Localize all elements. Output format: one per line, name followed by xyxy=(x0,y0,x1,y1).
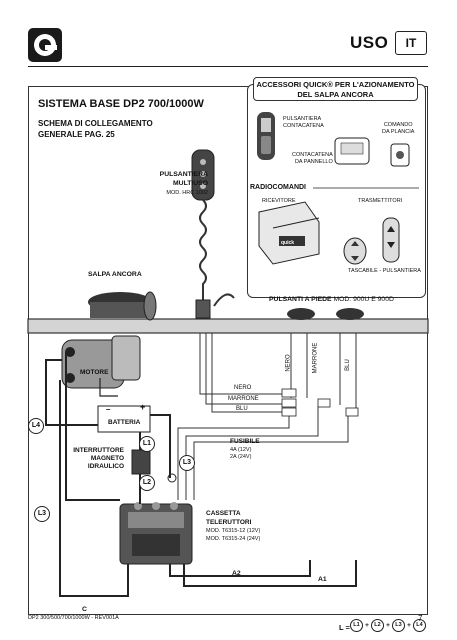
contactor-box-icon xyxy=(119,502,193,565)
salpa-ancora-label: SALPA ANCORA xyxy=(88,271,142,278)
page-title: USO xyxy=(350,33,389,52)
foot-buttons-label: PULSANTI A PIEDE MOD. 900U E 900D xyxy=(269,296,394,303)
footer-text: DP2 300/500/700/1000W - REV001A xyxy=(28,615,119,621)
trasmettitori-label: TRASMETTITORI xyxy=(358,198,403,204)
comando-plancia-label: COMANDO DA PLANCIA xyxy=(382,122,414,136)
circle-l3: L3 xyxy=(179,455,195,471)
deck-socket-icon xyxy=(195,299,211,319)
accessories-title-line-1: ACCESSORI QUICK® PER L'AZIONAMENTO xyxy=(256,80,415,89)
comando-line-2: DA PLANCIA xyxy=(382,129,415,135)
schema-line-1: SCHEMA DI COLLEGAMENTO xyxy=(38,119,153,128)
brand-logo xyxy=(28,28,62,62)
system-title: SISTEMA BASE DP2 700/1000W xyxy=(38,98,204,110)
ricevitore-label: RICEVITORE xyxy=(262,198,296,204)
motor-icon xyxy=(61,335,141,389)
fuse-rating-b: 2A (24V) xyxy=(230,454,252,460)
pulsantiera-line-2: MULTIUSO xyxy=(173,180,208,187)
formula-plus-3: + xyxy=(407,622,411,629)
page-number: 7 xyxy=(418,614,423,623)
wire-marrone-vertical-label: MARRONE xyxy=(312,342,319,374)
deck-plate xyxy=(27,318,429,334)
terminal-a2-label: A2 xyxy=(232,570,241,577)
foot-buttons-title: PULSANTI A PIEDE xyxy=(269,296,332,303)
schema-line-2: GENERALE PAG. 25 xyxy=(38,130,115,139)
circle-l1: L1 xyxy=(139,436,155,452)
motor-label: MOTORE xyxy=(80,369,109,376)
wire-nero-label: NERO xyxy=(234,385,252,391)
pulsantiera-contacatena-line-1: PULSANTIERA xyxy=(283,116,322,122)
windlass-icon xyxy=(88,291,157,321)
formula-plus-2: + xyxy=(386,622,390,629)
receiver-icon: quick xyxy=(258,201,320,265)
formula-plus-1: + xyxy=(365,622,369,629)
keypad-transmitter-icon xyxy=(382,217,400,263)
tascabile-label: TASCABILE - PULSANTIERA xyxy=(348,268,421,274)
accessories-title: ACCESSORI QUICK® PER L'AZIONAMENTO DEL S… xyxy=(253,77,418,101)
schema-reference: SCHEMA DI COLLEGAMENTO GENERALE PAG. 25 xyxy=(38,118,178,140)
wire-blu-label: BLU xyxy=(236,406,248,412)
fuse-label: FUSIBILE xyxy=(230,438,260,445)
terminal-c-label: C xyxy=(82,606,87,613)
circle-l4: L4 xyxy=(28,418,44,434)
wire-marrone-label: MARRONE xyxy=(228,396,259,402)
foot-buttons-model: MOD. 900U E 900D xyxy=(331,296,394,303)
breaker-line-1: INTERRUTTORE xyxy=(73,447,124,454)
handheld-remote-icon xyxy=(191,149,215,304)
pulsantiera-contacatena-line-2: CONTACATENA xyxy=(283,123,324,129)
accessory-illustrations: quick xyxy=(257,112,419,265)
pulsantiera-line-1: PULSANTIERA xyxy=(159,171,208,178)
formula-l3: L3 xyxy=(392,619,405,632)
formula-l4: L4 xyxy=(413,619,426,632)
breaker-icon xyxy=(131,449,151,475)
breaker-line-2: MAGNETO xyxy=(90,455,124,462)
accessories-title-line-2: DEL SALPA ANCORA xyxy=(297,90,374,99)
breaker-label: INTERRUTTORE MAGNETO IDRAULICO xyxy=(58,447,124,471)
diagram-frame xyxy=(28,86,428,615)
contactor-model-12v: MOD. T6315-12 (12V) xyxy=(206,528,261,534)
terminal-a1-label: A1 xyxy=(318,576,327,583)
contacatena-line-2: DA PANNELLO xyxy=(294,159,333,165)
svg-text:quick: quick xyxy=(281,240,294,246)
length-formula-prefix: L = xyxy=(339,623,350,632)
wire-blu-vertical-label: BLU xyxy=(344,359,351,371)
formula-l2: L2 xyxy=(371,619,384,632)
battery-label: BATTERIA xyxy=(108,419,141,426)
battery-minus: – xyxy=(106,405,111,414)
header-divider xyxy=(28,66,428,67)
battery-plus: + xyxy=(140,402,146,412)
circle-l3-b: L3 xyxy=(34,506,50,522)
fuse-rating-a: 4A (12V) xyxy=(230,447,252,453)
circle-l2: L2 xyxy=(139,475,155,491)
contactor-model-24v: MOD. T6315-24 (24V) xyxy=(206,536,261,542)
contactor-box-label: CASSETTA TELERUTTORI xyxy=(206,509,251,527)
pulsantiera-model: MOD. HRC 1002 xyxy=(166,190,208,196)
comando-line-1: COMANDO xyxy=(383,122,413,128)
pocket-transmitter-icon xyxy=(343,237,367,265)
breaker-line-3: IDRAULICO xyxy=(87,463,124,470)
pulsantiera-label: PULSANTIERA MULTIUSO xyxy=(150,170,208,188)
radiocomandi-heading: RADIOCOMANDI xyxy=(250,184,306,191)
foot-switch-icon xyxy=(287,308,364,320)
contactor-line-1: CASSETTA xyxy=(206,510,241,517)
pulsantiera-contacatena-label: PULSANTIERA CONTACATENA xyxy=(283,116,324,130)
formula-l1: L1 xyxy=(350,619,363,632)
battery-icon xyxy=(97,405,151,433)
contacatena-pannello-label: CONTACATENA DA PANNELLO xyxy=(292,152,333,166)
contactor-line-2: TELERUTTORI xyxy=(206,519,252,526)
contacatena-line-1: CONTACATENA xyxy=(292,152,333,158)
language-badge: IT xyxy=(395,31,427,55)
wire-nero-vertical-label: NERO xyxy=(285,354,292,372)
